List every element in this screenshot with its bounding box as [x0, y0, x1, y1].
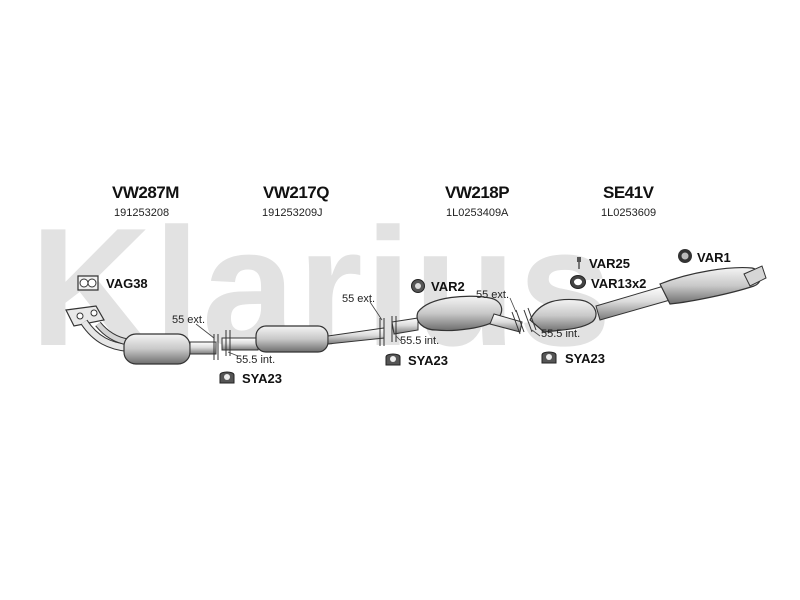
label-var13: VAR13x2	[591, 276, 647, 291]
gasket-icon	[77, 275, 99, 291]
label-var25: VAR25	[589, 256, 630, 271]
dim-55-ext-2: 55 ext.	[342, 293, 376, 305]
part-number-centre-pipe: 191253209J	[262, 207, 323, 219]
dim-55-ext-3: 55 ext.	[476, 289, 510, 301]
label-sya23-front: SYA23	[242, 371, 282, 386]
bolt-icon	[577, 257, 581, 269]
part-code-rear-silencer: SE41V	[603, 183, 654, 202]
part-number-front-pipe: 191253208	[114, 207, 170, 219]
label-var2: VAR2	[431, 279, 465, 294]
dim-55-ext-1: 55 ext.	[172, 314, 206, 326]
clamp-ring-icon	[411, 279, 425, 293]
seal-ring-icon	[570, 275, 586, 289]
part-code-centre-pipe: VW217Q	[263, 183, 329, 202]
part-code-front-pipe: VW287M	[112, 183, 179, 202]
label-sya23-rear: SYA23	[565, 351, 605, 366]
centre-pipe-drawing	[221, 325, 385, 353]
bracket-icon	[541, 351, 557, 364]
dim-55-5-int-1: 55.5 int.	[236, 354, 276, 366]
dim-55-5-int-3: 55.5 int.	[541, 328, 581, 340]
part-number-rear-silencer: 1L0253609	[601, 207, 657, 219]
part-number-middle-silencer: 1L0253409A	[446, 207, 509, 219]
dimension-leaders	[195, 297, 541, 357]
mounting-rubber-icon	[678, 249, 692, 263]
middle-silencer-drawing	[391, 295, 523, 335]
label-sya23-middle: SYA23	[408, 353, 448, 368]
part-code-middle-silencer: VW218P	[445, 183, 510, 202]
bracket-icon	[385, 353, 401, 366]
label-vag38: VAG38	[106, 276, 148, 291]
bracket-icon	[219, 371, 235, 384]
front-pipe-drawing	[65, 305, 217, 365]
joint-markers	[213, 307, 537, 360]
label-var1: VAR1	[697, 250, 731, 265]
dim-55-5-int-2: 55.5 int.	[400, 335, 440, 347]
rear-silencer-drawing	[529, 265, 767, 333]
